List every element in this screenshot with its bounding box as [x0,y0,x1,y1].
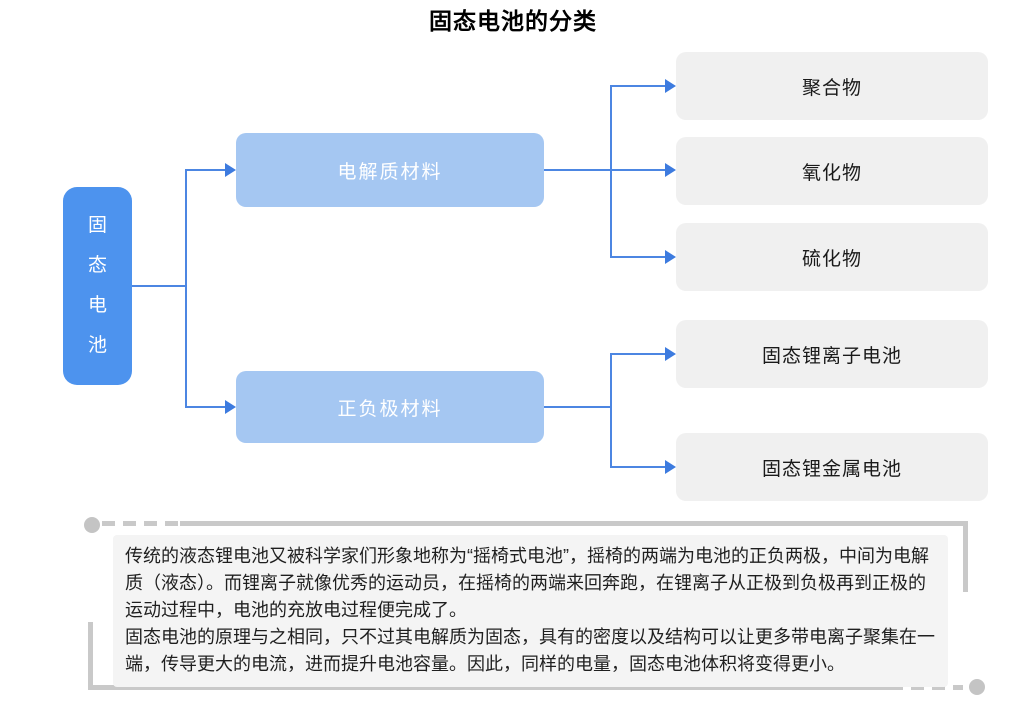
connector-root-horizontal [132,285,187,287]
leaf-node-label: 固态锂金属电池 [761,458,902,480]
branch-node-label: 正负极材料 [337,398,443,420]
connector-electrolyte-vertical [610,85,612,258]
arrowhead-to-electrolyte [225,163,236,177]
branch-node-electrode-materials: 正负极材料 [236,371,544,443]
connector-electrode-vertical [610,353,612,468]
connector-electrolyte-feed [544,169,612,171]
frame-line-bottom-left [88,622,890,690]
connector-level1-vertical [185,169,187,408]
branch-node-label: 电解质材料 [337,161,443,183]
leaf-node-solid-state-li-metal-battery: 固态锂金属电池 [676,433,988,501]
branch-node-electrolyte-materials: 电解质材料 [236,133,544,207]
leaf-node-sulfide: 硫化物 [676,223,988,291]
arrowhead-to-li-metal [665,460,676,474]
leaf-node-label: 固态锂离子电池 [761,345,902,367]
frame-dash-top [102,521,180,526]
diagram-title: 固态电池的分类 [429,8,597,34]
connector-stub-polymer [610,85,666,87]
frame-dash-bottom [890,685,963,690]
leaf-node-label: 氧化物 [801,162,862,184]
connector-stub-oxide [612,169,666,171]
arrowhead-to-oxide [665,163,676,177]
connector-stub-sulfide [610,256,666,258]
arrowhead-to-li-ion [665,347,676,361]
leaf-node-polymer: 聚合物 [676,52,988,120]
connector-level1-stub-top [185,169,227,171]
leaf-node-oxide: 氧化物 [676,137,988,205]
root-node-solid-state-battery: 固态电池 [63,187,132,385]
connector-stub-li-ion [610,353,666,355]
leaf-node-label: 硫化物 [801,248,862,270]
note-paragraph-solid-battery: 固态电池的原理与之相同，只不过其电解质为固态，具有的密度以及结构可以让更多带电离… [125,627,935,674]
arrowhead-to-electrode [225,400,236,414]
connector-electrode-feed [544,406,612,408]
frame-dot-top-left [84,517,100,533]
arrowhead-to-polymer [665,79,676,93]
root-node-label: 固态电池 [87,215,107,356]
frame-line-top-right [180,521,968,592]
frame-dot-bottom-right [969,679,985,695]
connector-level1-stub-bottom [185,406,227,408]
leaf-node-label: 聚合物 [801,77,862,99]
leaf-node-solid-state-li-ion-battery: 固态锂离子电池 [676,320,988,388]
note-paragraph-liquid-battery: 传统的液态锂电池又被科学家们形象地称为“摇椅式电池”，摇椅的两端为电池的正负两极… [125,546,929,620]
note-panel: 传统的液态锂电池又被科学家们形象地称为“摇椅式电池”，摇椅的两端为电池的正负两极… [113,535,948,687]
connector-stub-li-metal [610,466,666,468]
arrowhead-to-sulfide [665,250,676,264]
